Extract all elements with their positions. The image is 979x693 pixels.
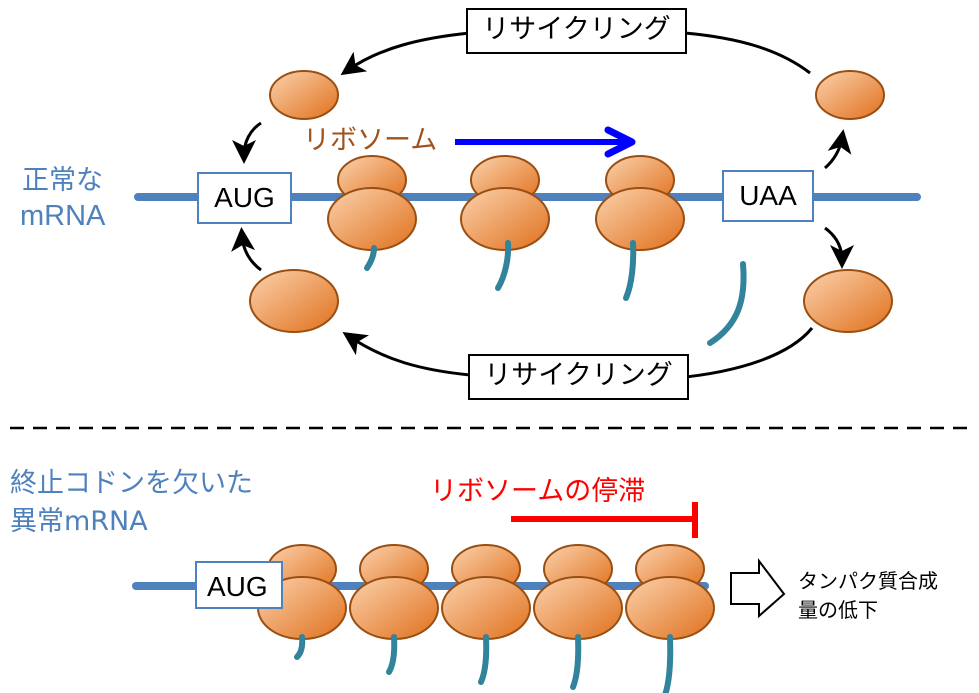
- ribosome-bottom-2: [441, 544, 531, 685]
- recycling-label-bottom: リサイクリング: [468, 354, 689, 400]
- result-label-line1: タンパク質合成: [798, 569, 938, 593]
- aberrant-mrna-label-line2: 異常mRNA: [10, 506, 148, 537]
- nascent-peptide: [623, 240, 637, 301]
- hollow-right-arrow-icon: [730, 558, 786, 619]
- recycling-arc-bottom-right: [675, 327, 814, 380]
- large-subunit: [441, 576, 531, 640]
- direction-arrow-head: [604, 126, 636, 158]
- arrow-from-uaa-down: [824, 226, 854, 269]
- large-subunit: [327, 187, 417, 251]
- normal-mrna-label-line1: 正常な: [22, 165, 103, 196]
- ribosome-bottom-1: [349, 544, 439, 675]
- large-subunit: [625, 576, 715, 640]
- nascent-peptide: [294, 634, 306, 660]
- recycling-arc-top-right: [684, 31, 811, 75]
- large-subunit: [595, 187, 685, 251]
- arrow-from-uaa-up: [823, 129, 852, 170]
- stall-label: リボソームの停滞: [430, 476, 646, 507]
- ribosome-top-1: [460, 155, 550, 291]
- ribosome-label: リボソーム: [303, 125, 438, 156]
- arrow-to-aug-top: [232, 121, 262, 164]
- ribosome-bottom-4: [625, 544, 715, 693]
- recycling-arc-bottom: [342, 332, 471, 377]
- recycling-arc-top: [340, 31, 471, 76]
- nascent-peptide: [570, 634, 582, 690]
- normal-mrna-label-line2: mRNA: [20, 200, 106, 232]
- start-codon-box: AUG: [197, 172, 292, 224]
- released-small-subunit: [815, 70, 885, 120]
- large-subunit: [533, 576, 623, 640]
- nascent-peptide: [386, 634, 398, 675]
- ribosome-bottom-3: [533, 544, 623, 690]
- released-peptide: [707, 261, 747, 346]
- ribosome-top-2: [595, 155, 685, 301]
- released-large-subunit: [803, 269, 893, 333]
- large-subunit: [349, 576, 439, 640]
- free-large-subunit: [249, 269, 339, 333]
- arrow-to-aug-bottom: [231, 227, 262, 272]
- bottom-start-codon-box: AUG: [195, 561, 283, 609]
- nascent-peptide: [495, 240, 512, 291]
- stop-codon-box: UAA: [722, 170, 814, 222]
- aberrant-mrna-label-line1: 終止コドンを欠いた: [10, 468, 253, 499]
- free-small-subunit: [269, 70, 339, 120]
- result-label-line2: 量の低下: [798, 598, 878, 622]
- nascent-peptide: [478, 634, 490, 685]
- nascent-peptide: [364, 245, 377, 271]
- ribosome-top-0: [327, 155, 417, 271]
- large-subunit: [460, 187, 550, 251]
- recycling-label-top: リサイクリング: [466, 8, 687, 54]
- nascent-peptide: [662, 634, 674, 693]
